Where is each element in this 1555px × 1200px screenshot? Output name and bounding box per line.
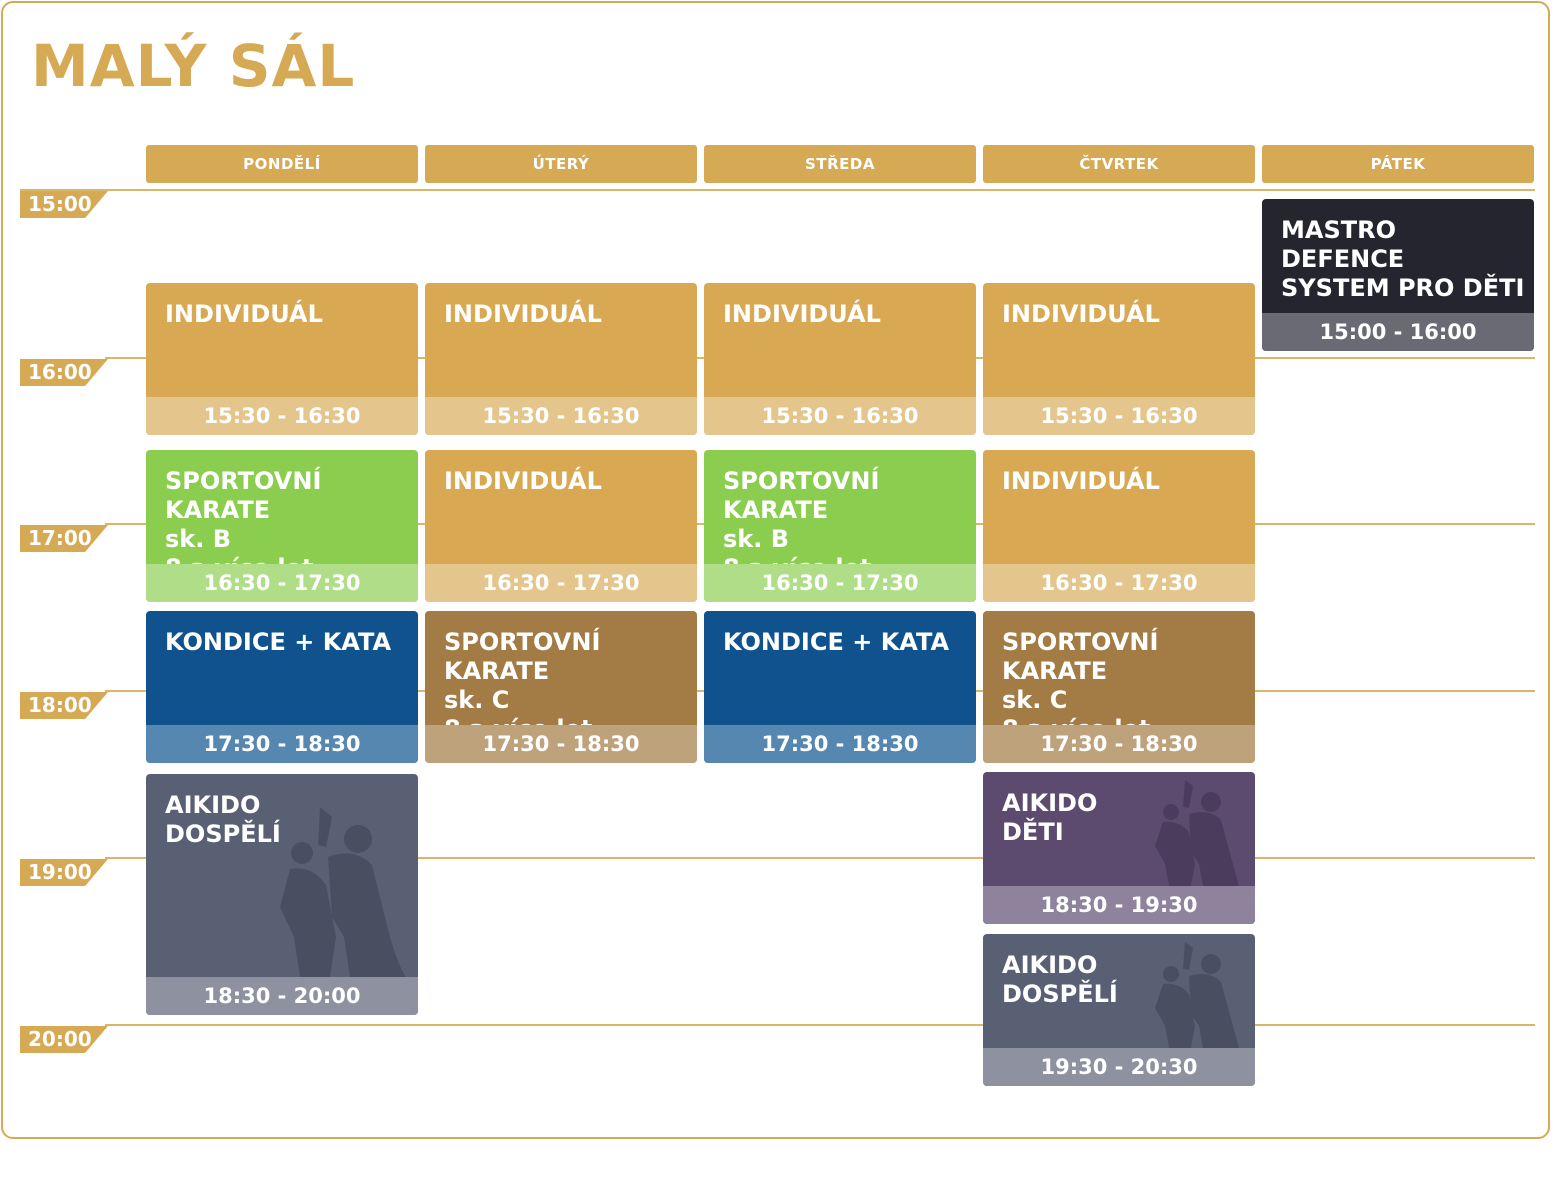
aikido-photo-icon (1155, 942, 1239, 1048)
session-name: AIKIDO DOSPĚLÍ (1002, 951, 1118, 1008)
aikido-photo-icon (1155, 780, 1239, 886)
session-name: INDIVIDUÁL (723, 300, 881, 328)
session-block[interactable]: SPORTOVNÍ KARATE sk. C 8 a více let 17:3… (425, 611, 697, 763)
session-time: 15:30 - 16:30 (425, 397, 697, 435)
session-name: INDIVIDUÁL (444, 467, 602, 495)
session-block[interactable]: KONDICE + KATA 17:30 - 18:30 (146, 611, 418, 763)
session-block[interactable]: AIKIDO DOSPĚLÍ 18:30 - 20:00 (146, 774, 418, 1015)
session-time: 15:30 - 16:30 (983, 397, 1255, 435)
hour-label: 20:00 (20, 1026, 108, 1053)
session-name: INDIVIDUÁL (1002, 300, 1160, 328)
session-time: 19:30 - 20:30 (983, 1048, 1255, 1086)
session-name: INDIVIDUÁL (444, 300, 602, 328)
session-name: KONDICE + KATA (165, 628, 392, 656)
session-time: 17:30 - 18:30 (425, 725, 697, 763)
session-block[interactable]: SPORTOVNÍ KARATE sk. B 8 a více let 16:3… (146, 450, 418, 602)
session-time: 17:30 - 18:30 (146, 725, 418, 763)
hour-line (105, 1024, 1535, 1026)
session-block[interactable]: MASTRO DEFENCE SYSTEM PRO DĚTI 15:00 - 1… (1262, 199, 1534, 351)
day-header-thursday: ČTVRTEK (983, 145, 1255, 183)
schedule-frame (1, 1, 1550, 1139)
session-time: 16:30 - 17:30 (704, 564, 976, 602)
session-time: 15:30 - 16:30 (704, 397, 976, 435)
session-block[interactable]: INDIVIDUÁL 16:30 - 17:30 (983, 450, 1255, 602)
session-time: 18:30 - 20:00 (146, 977, 418, 1015)
session-block[interactable]: INDIVIDUÁL 15:30 - 16:30 (704, 283, 976, 435)
session-block[interactable]: SPORTOVNÍ KARATE sk. C 8 a více let 17:3… (983, 611, 1255, 763)
hour-label: 18:00 (20, 692, 108, 719)
session-block[interactable]: INDIVIDUÁL 15:30 - 16:30 (146, 283, 418, 435)
day-header-tuesday: ÚTERÝ (425, 145, 697, 183)
day-header-wednesday: STŘEDA (704, 145, 976, 183)
session-name: SPORTOVNÍ KARATE sk. C 8 a více let (444, 628, 601, 743)
session-block[interactable]: AIKIDO DOSPĚLÍ 19:30 - 20:30 (983, 934, 1255, 1086)
session-time: 15:30 - 16:30 (146, 397, 418, 435)
session-block[interactable]: INDIVIDUÁL 15:30 - 16:30 (983, 283, 1255, 435)
session-name: INDIVIDUÁL (165, 300, 323, 328)
session-time: 18:30 - 19:30 (983, 886, 1255, 924)
session-name: KONDICE + KATA (723, 628, 950, 656)
session-time: 16:30 - 17:30 (425, 564, 697, 602)
session-block[interactable]: INDIVIDUÁL 15:30 - 16:30 (425, 283, 697, 435)
session-name: INDIVIDUÁL (1002, 467, 1160, 495)
session-name: AIKIDO DOSPĚLÍ (165, 791, 281, 848)
session-time: 15:00 - 16:00 (1262, 313, 1534, 351)
session-block[interactable]: SPORTOVNÍ KARATE sk. B 8 a více let 16:3… (704, 450, 976, 602)
session-name: AIKIDO DĚTI (1002, 789, 1098, 846)
session-block[interactable]: AIKIDO DĚTI 18:30 - 19:30 (983, 772, 1255, 924)
hour-label: 16:00 (20, 359, 108, 386)
session-block[interactable]: KONDICE + KATA 17:30 - 18:30 (704, 611, 976, 763)
hour-line (105, 857, 1535, 859)
aikido-photo-icon (280, 807, 406, 977)
day-header-monday: PONDĚLÍ (146, 145, 418, 183)
session-time: 16:30 - 17:30 (983, 564, 1255, 602)
hour-line (20, 189, 1535, 191)
session-time: 16:30 - 17:30 (146, 564, 418, 602)
session-time: 17:30 - 18:30 (704, 725, 976, 763)
session-time: 17:30 - 18:30 (983, 725, 1255, 763)
session-block[interactable]: INDIVIDUÁL 16:30 - 17:30 (425, 450, 697, 602)
page-title: MALÝ SÁL (31, 32, 356, 100)
day-header-friday: PÁTEK (1262, 145, 1534, 183)
session-name: MASTRO DEFENCE SYSTEM PRO DĚTI (1281, 216, 1525, 302)
